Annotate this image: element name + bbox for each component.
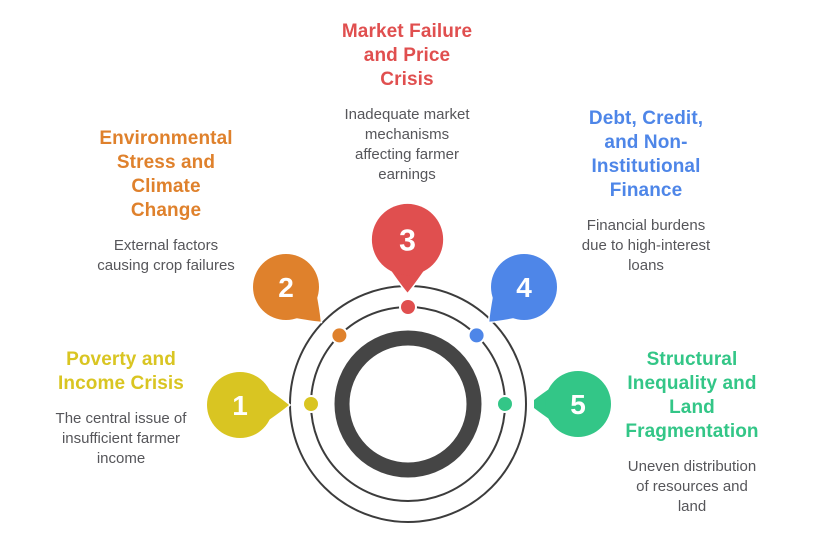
bubble-5-circle: [545, 371, 611, 437]
item-2-textblock: Environmental Stress and Climate Change …: [97, 127, 235, 276]
item-3-textblock: Market Failure and Price Crisis Inadequa…: [342, 20, 472, 185]
marker-dot-4: [467, 326, 486, 345]
bubble-5: 5: [534, 371, 611, 437]
bubble-3-number: 3: [399, 224, 416, 257]
item-2-title: Environmental Stress and Climate Change: [99, 128, 233, 221]
bubble-2: 2: [253, 254, 323, 324]
center-ring: [334, 330, 482, 478]
bubble-4-number: 4: [516, 272, 532, 303]
item-5-textblock: Structural Inequality and Land Fragmenta…: [625, 348, 758, 517]
item-4-title: Debt, Credit, and Non- Institutional Fin…: [588, 108, 704, 201]
item-1-textblock: Poverty and Income Crisis The central is…: [56, 348, 187, 469]
item-2-description: External factors causing crop failures: [97, 237, 235, 274]
bubble-4-circle: [491, 254, 557, 320]
item-4-description: Financial burdens due to high-interest l…: [581, 217, 711, 274]
bubble-1-number: 1: [232, 390, 248, 421]
marker-dot-5: [496, 395, 514, 413]
bubble-5-number: 5: [570, 389, 586, 420]
bubble-3: 3: [371, 203, 444, 295]
item-1-title: Poverty and Income Crisis: [58, 349, 184, 394]
item-5-description: Uneven distribution of resources and lan…: [627, 458, 757, 515]
bubble-4: 4: [487, 254, 557, 324]
bubble-3-circle: [371, 203, 444, 276]
marker-dot-2: [330, 326, 349, 345]
bubble-2-circle: [253, 254, 319, 320]
bubble-1-circle: [207, 372, 273, 438]
bubble-1: 1: [207, 372, 292, 438]
marker-dot-1: [302, 395, 320, 413]
marker-dot-3: [399, 298, 417, 316]
item-5-title: Structural Inequality and Land Fragmenta…: [625, 349, 759, 442]
bubble-2-number: 2: [278, 272, 294, 303]
item-4-textblock: Debt, Credit, and Non- Institutional Fin…: [582, 107, 710, 276]
item-1-description: The central issue of insufficient farmer…: [55, 410, 187, 467]
item-3-title: Market Failure and Price Crisis: [341, 21, 473, 90]
item-3-description: Inadequate market mechanisms affecting f…: [344, 106, 470, 183]
